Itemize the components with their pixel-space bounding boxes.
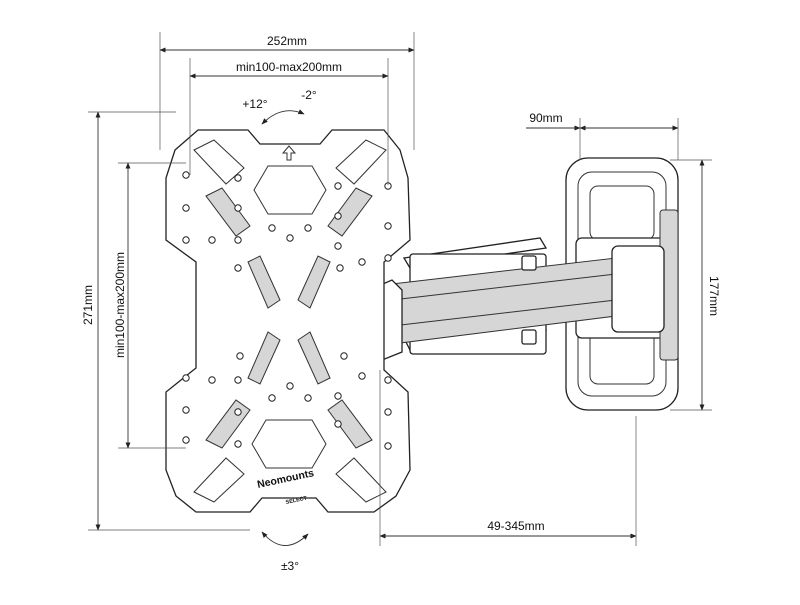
- dimension-mount-width: 90mm: [526, 111, 679, 160]
- tilt-down-label: -2°: [301, 88, 317, 102]
- extension-arm: [359, 237, 665, 365]
- plate-height-label: 271mm: [81, 285, 95, 325]
- vesa-horizontal-label: min100-max200mm: [236, 60, 342, 74]
- mount-width-label: 90mm: [529, 111, 562, 125]
- tilt-indicator: +12° -2°: [242, 88, 317, 125]
- dimension-plate-width: 252mm: [159, 32, 415, 150]
- mounting-holes: [182, 171, 392, 450]
- dimension-vesa-vertical: min100-max200mm: [113, 162, 186, 449]
- tilt-arrow-icon: [261, 109, 305, 125]
- rotate-arrow-icon: [261, 531, 309, 546]
- dimension-plate-height: 271mm: [81, 111, 250, 531]
- dimension-arm-extension: 49-345mm: [379, 370, 637, 546]
- dimension-vesa-horizontal: min100-max200mm: [189, 58, 389, 185]
- brand-line-text: SELECT: [285, 495, 308, 506]
- arm-extension-label: 49-345mm: [487, 519, 544, 533]
- vesa-plate: Neomounts SELECT: [165, 129, 411, 513]
- vesa-vertical-label: min100-max200mm: [113, 252, 127, 358]
- rotation-indicator: ±3°: [261, 531, 309, 573]
- dimension-mount-height: 177mm: [670, 159, 721, 411]
- rotation-label: ±3°: [281, 559, 299, 573]
- mount-height-label: 177mm: [707, 276, 721, 316]
- plate-width-label: 252mm: [267, 34, 307, 48]
- tilt-up-label: +12°: [242, 97, 267, 111]
